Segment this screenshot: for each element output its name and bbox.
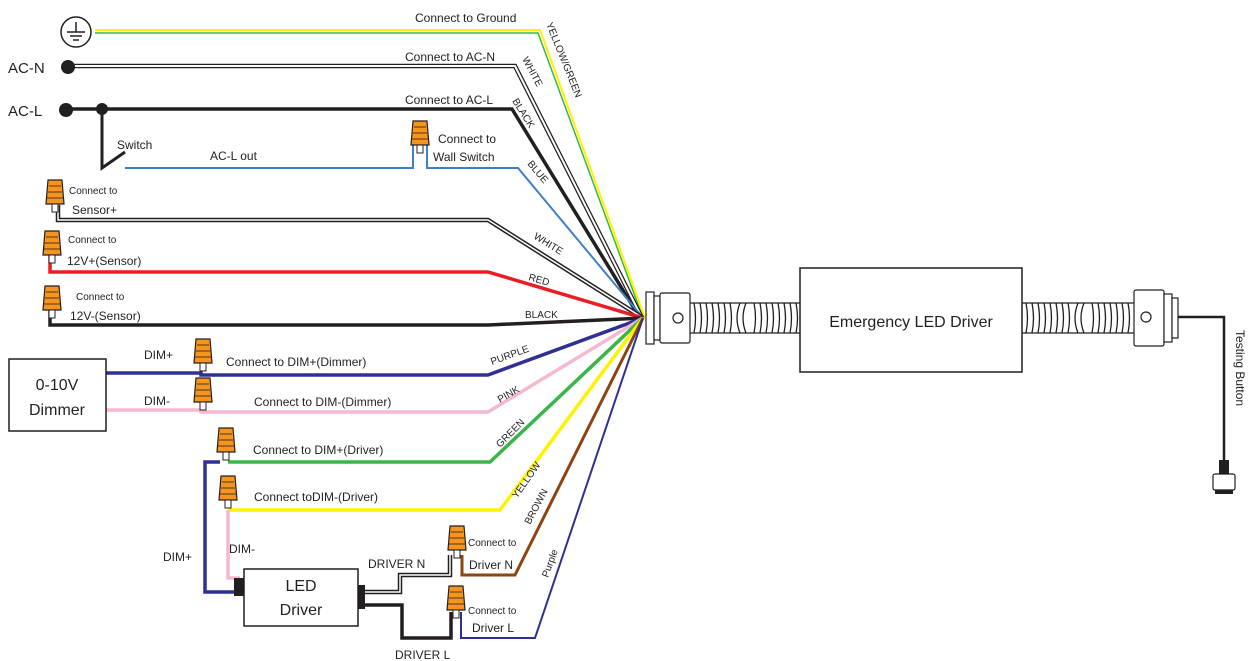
led-driver-n-wire	[360, 555, 453, 595]
dimmer-label-2: Dimmer	[29, 402, 86, 419]
ground-wire	[95, 29, 646, 319]
dim-plus-label: DIM+	[144, 348, 173, 362]
ac-l-label: AC-L	[8, 103, 42, 120]
dim-minus-driver-label: Connect toDIM-(Driver)	[254, 490, 378, 504]
switch-label: Switch	[117, 138, 152, 152]
12v-positive-wirenut-icon	[42, 230, 62, 264]
sensor-label-2: Sensor+	[72, 203, 117, 217]
driver-dim-positive-wirenut-icon	[216, 427, 236, 461]
switch-junction	[96, 103, 108, 115]
ac-n-label: AC-N	[8, 60, 45, 77]
hub-connector-icon	[645, 291, 691, 345]
ac-n-wire	[70, 63, 645, 320]
wall-switch-wire	[426, 145, 644, 319]
output-connector-icon	[1133, 289, 1179, 347]
driver-n-label: DRIVER N	[368, 557, 425, 571]
color-ground: YELLOW/GREEN	[543, 21, 583, 99]
12v-positive-label-1: Connect to	[68, 235, 117, 246]
dimmer-label-1: 0-10V	[36, 377, 79, 394]
color-driver-n: BROWN	[523, 487, 551, 526]
led-driver-dim-positive	[203, 460, 240, 594]
conduit-left	[690, 302, 800, 334]
emergency-driver-label: Emergency LED Driver	[829, 314, 993, 331]
ac-l-out-label: AC-L out	[210, 149, 258, 163]
dim-negative-wire	[106, 316, 644, 414]
testing-button-icon	[1178, 315, 1236, 494]
wall-switch-label-1: Connect to	[438, 132, 496, 146]
testing-button-label: Testing Button	[1233, 330, 1247, 406]
driver-n-wire	[460, 317, 645, 577]
dim-positive-wire	[106, 316, 644, 377]
color-dim-negative: PINK	[496, 384, 522, 405]
led-driver-box: LED Driver	[234, 568, 365, 627]
color-12v-negative: BLACK	[525, 310, 558, 321]
color-sensor: WHITE	[531, 231, 564, 258]
driver-l-connect-2: Driver L	[472, 621, 514, 635]
emergency-driver-box: Emergency LED Driver	[799, 267, 1023, 373]
switch-leg	[100, 109, 126, 171]
dimmer-box: 0-10V Dimmer	[8, 358, 107, 432]
ground-label: Connect to Ground	[415, 11, 516, 25]
color-driver-l: Purple	[540, 548, 560, 579]
driver-l-connect-1: Connect to	[468, 606, 517, 617]
dim-minus-dimmer-label: Connect to DIM-(Dimmer)	[254, 395, 391, 409]
ac-l-wire	[68, 107, 642, 319]
dim-plus-dimmer-label: Connect to DIM+(Dimmer)	[226, 355, 366, 369]
dim-plus-driver-label: Connect to DIM+(Driver)	[253, 443, 383, 457]
conduit-right	[1022, 302, 1135, 334]
side-dim-minus-label: DIM-	[229, 542, 255, 556]
side-dim-plus-label: DIM+	[163, 550, 192, 564]
driver-dim-negative-wirenut-icon	[218, 475, 238, 509]
led-driver-l-wire	[360, 603, 453, 640]
12v-negative-label-2: 12V-(Sensor)	[70, 309, 141, 323]
ac-l-out-wire	[125, 145, 414, 169]
12v-negative-label-1: Connect to	[76, 292, 125, 303]
12v-positive-label-2: 12V+(Sensor)	[67, 254, 141, 268]
dim-negative-wirenut-icon	[193, 377, 213, 411]
ac-n-connect-label: Connect to AC-N	[405, 50, 495, 64]
driver-dim-positive-wire	[228, 316, 645, 464]
ac-n-terminal	[61, 60, 75, 74]
sensor-wirenut-icon	[45, 179, 65, 213]
driver-l-wire	[460, 317, 644, 639]
ac-l-terminal	[59, 103, 73, 117]
driver-dim-negative-wire	[228, 316, 645, 512]
sensor-wire	[55, 205, 645, 320]
color-dim-positive: PURPLE	[489, 344, 531, 368]
led-driver-label-1: LED	[285, 578, 316, 595]
dim-positive-wirenut-icon	[193, 338, 213, 372]
ground-symbol-icon	[60, 16, 92, 48]
driver-n-connect-1: Connect to	[468, 538, 517, 549]
driver-n-connect-2: Driver N	[469, 558, 513, 572]
driver-l-label: DRIVER L	[395, 648, 451, 661]
led-driver-label-2: Driver	[280, 602, 323, 619]
dim-minus-label: DIM-	[144, 394, 170, 408]
ac-l-connect-label: Connect to AC-L	[405, 93, 493, 107]
wall-switch-label-2: Wall Switch	[433, 150, 495, 164]
sensor-label-1: Connect to	[69, 186, 118, 197]
driver-n-wirenut-icon	[447, 525, 467, 559]
12v-negative-wirenut-icon	[42, 285, 62, 319]
